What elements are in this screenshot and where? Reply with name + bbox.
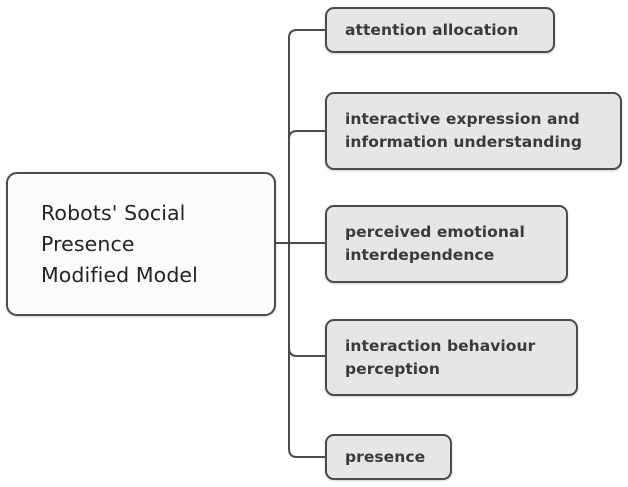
- node-presence[interactable]: presence: [325, 434, 452, 480]
- node-presence-label: presence: [345, 447, 426, 466]
- node-interactive-expression-information-understanding-label: interactive expression and information u…: [345, 110, 583, 151]
- node-attention-allocation[interactable]: attention allocation: [325, 7, 555, 53]
- connector-branch-4: [288, 347, 325, 357]
- node-interactive-expression-information-understanding[interactable]: interactive expression and information u…: [325, 92, 622, 170]
- connector-branch-5: [288, 243, 325, 458]
- connector-branch-1: [288, 29, 325, 243]
- node-attention-allocation-label: attention allocation: [345, 20, 519, 39]
- connector-branch-2: [288, 130, 325, 140]
- node-interaction-behaviour-perception-label: interaction behaviour perception: [345, 336, 536, 378]
- node-interaction-behaviour-perception[interactable]: interaction behaviour perception: [325, 319, 578, 396]
- node-root[interactable]: Robots' Social Presence Modified Model: [6, 172, 276, 316]
- node-perceived-emotional-interdependence-label: perceived emotional interdependence: [345, 223, 525, 264]
- node-perceived-emotional-interdependence[interactable]: perceived emotional interdependence: [325, 205, 568, 283]
- node-root-label: Robots' Social Presence Modified Model: [41, 200, 198, 287]
